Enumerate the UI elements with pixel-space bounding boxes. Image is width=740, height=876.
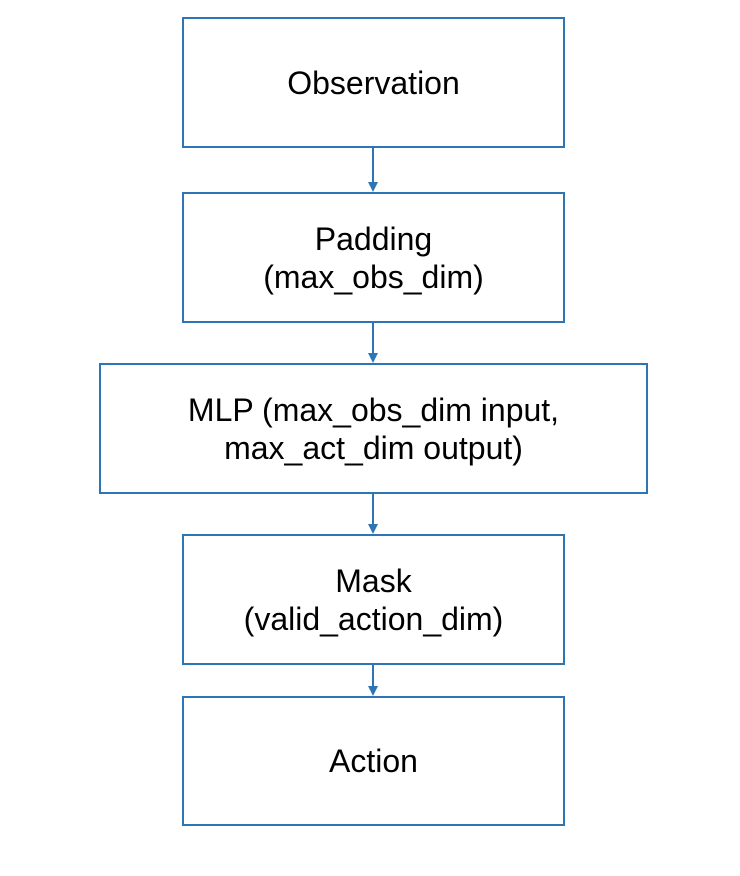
mlp-label-line-2: max_act_dim output) xyxy=(224,429,523,466)
padding-label: Padding xyxy=(314,220,433,257)
mask-param: (valid_action_dim) xyxy=(243,600,504,637)
mlp-node: MLP (max_obs_dim input, max_act_dim outp… xyxy=(99,363,648,494)
action-node: Action xyxy=(182,696,565,826)
padding-param: (max_obs_dim) xyxy=(263,258,484,295)
mask-label: Mask xyxy=(335,562,412,599)
observation-node: Observation xyxy=(182,17,565,148)
mask-node: Mask (valid_action_dim) xyxy=(182,534,565,665)
mlp-label-line-1: MLP (max_obs_dim input, xyxy=(187,391,560,428)
observation-label: Observation xyxy=(287,64,460,101)
padding-node: Padding (max_obs_dim) xyxy=(182,192,565,323)
action-label: Action xyxy=(329,743,418,779)
